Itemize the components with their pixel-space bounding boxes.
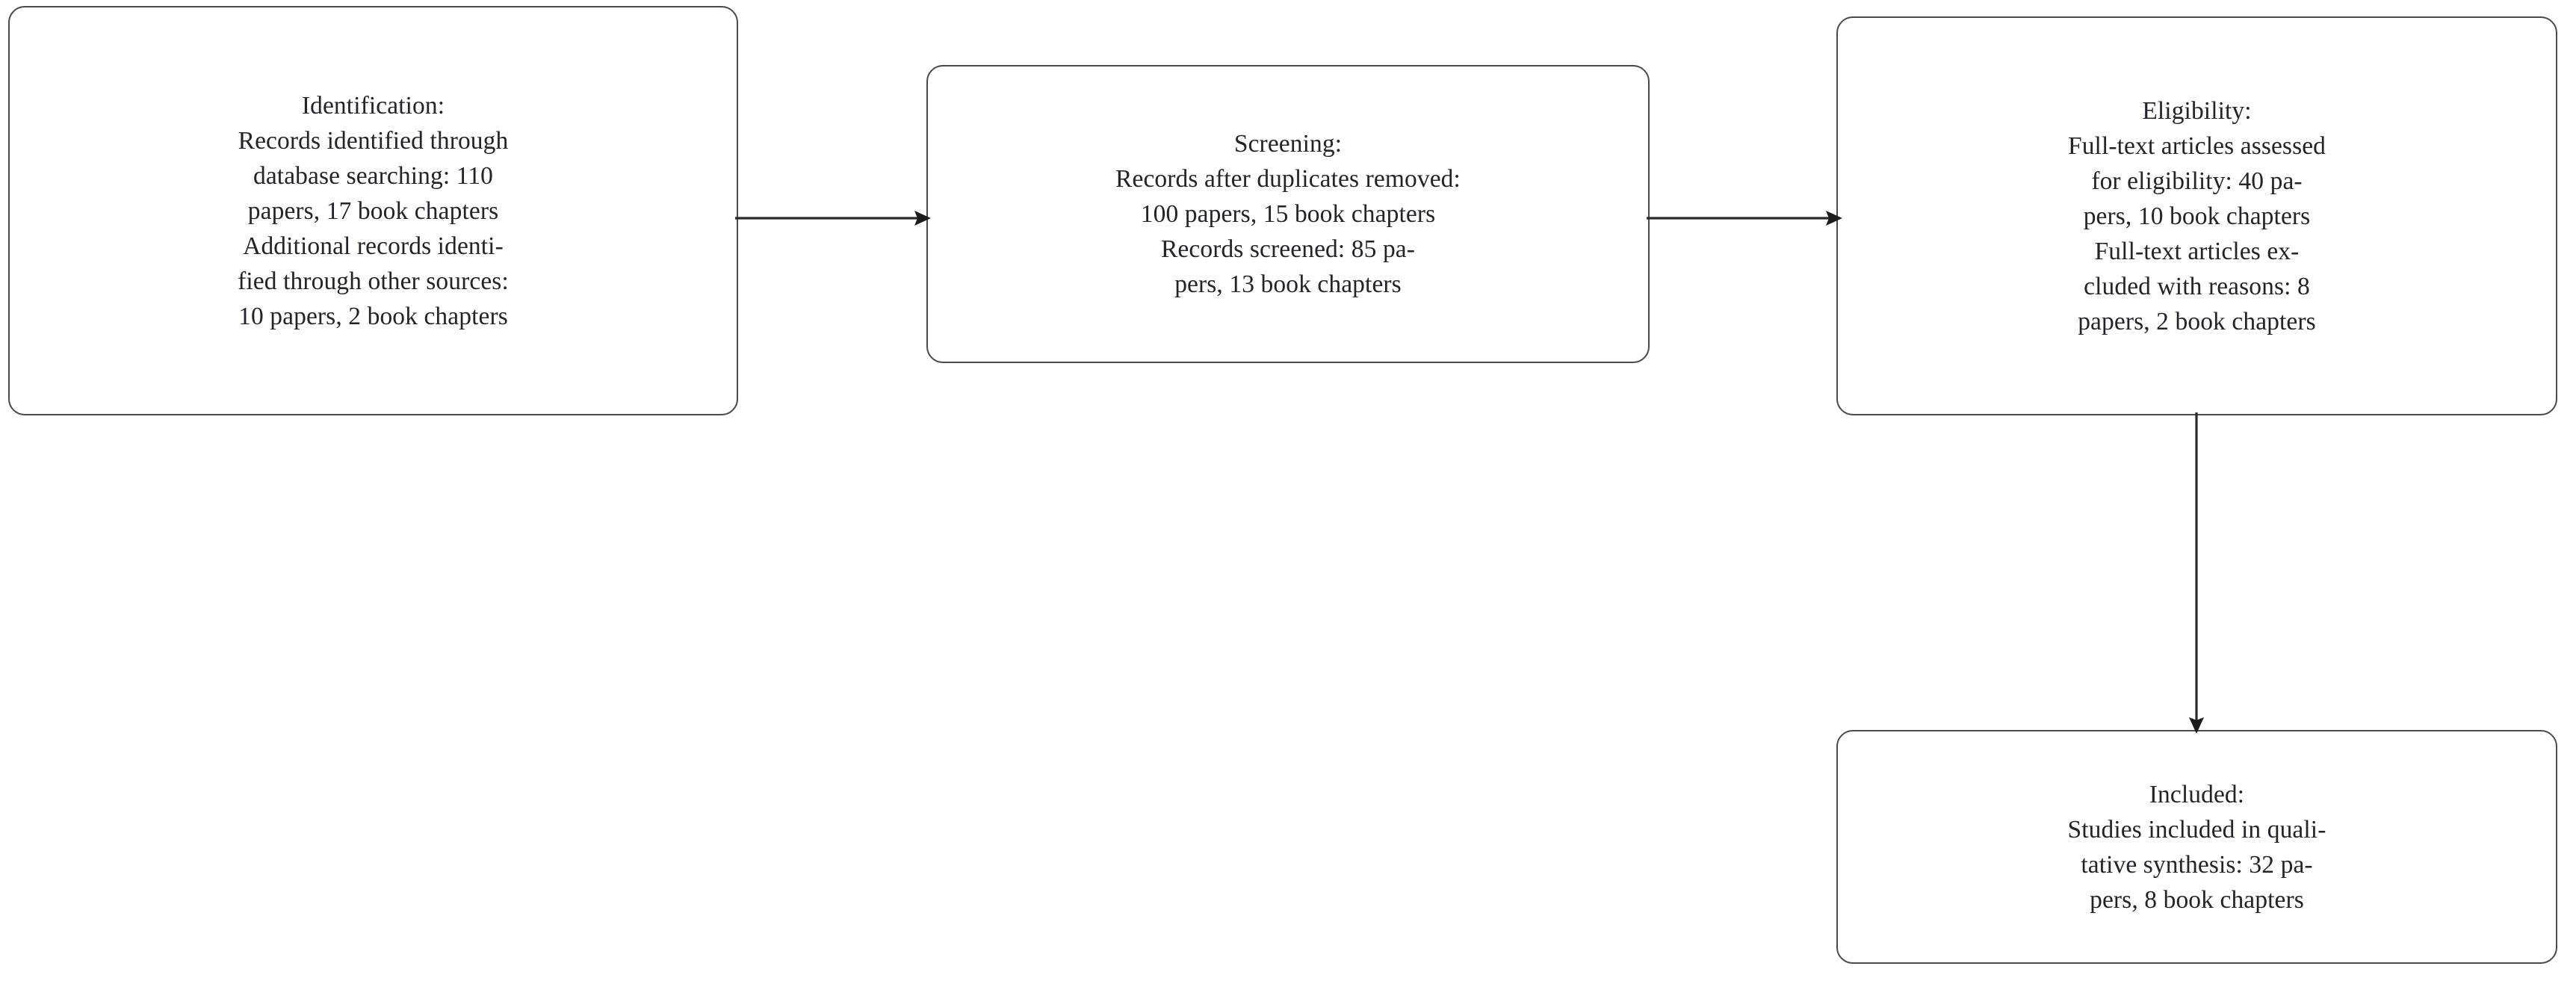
- eligibility-line-7: papers, 2 book chapters: [2078, 307, 2316, 335]
- included-line-2: Studies included in quali-: [2067, 815, 2326, 844]
- screening-line-3: 100 papers, 15 book chapters: [1140, 200, 1436, 228]
- identification-line-4: papers, 17 book chapters: [247, 196, 499, 225]
- identification-line-6: fied through other sources:: [238, 267, 509, 295]
- flow-box-screening: Screening: Records after duplicates remo…: [926, 65, 1650, 363]
- arrow-screening-to-eligibility-icon: [1647, 211, 1842, 226]
- eligibility-line-5: Full-text articles ex-: [2094, 237, 2300, 265]
- eligibility-line-1: Eligibility:: [2142, 96, 2252, 125]
- eligibility-line-3: for eligibility: 40 pa-: [2091, 167, 2303, 195]
- arrow-eligibility-to-included-icon: [2189, 412, 2204, 734]
- screening-line-4: Records screened: 85 pa-: [1160, 235, 1416, 263]
- included-line-3: tative synthesis: 32 pa-: [2081, 850, 2313, 879]
- screening-line-1: Screening:: [1233, 130, 1343, 158]
- identification-line-1: Identification:: [301, 91, 445, 120]
- flow-box-included: Included: Studies included in quali- tat…: [1836, 730, 2557, 964]
- included-line-1: Included:: [2149, 780, 2245, 808]
- eligibility-line-2: Full-text articles assessed: [2067, 131, 2326, 160]
- identification-line-5: Additional records identi-: [243, 232, 504, 260]
- screening-line-5: pers, 13 book chapters: [1174, 270, 1402, 298]
- identification-line-2: Records identified through: [238, 126, 509, 155]
- eligibility-line-4: pers, 10 book chapters: [2083, 202, 2311, 230]
- screening-line-2: Records after duplicates removed:: [1115, 165, 1461, 193]
- flow-box-identification: Identification: Records identified throu…: [8, 6, 738, 415]
- flow-box-eligibility: Eligibility: Full-text articles assessed…: [1836, 16, 2557, 415]
- arrow-identification-to-screening-icon: [735, 211, 931, 226]
- eligibility-line-6: cluded with reasons: 8: [2084, 272, 2310, 300]
- identification-line-7: 10 papers, 2 book chapters: [238, 302, 508, 330]
- identification-line-3: database searching: 110: [253, 161, 494, 190]
- included-line-4: pers, 8 book chapters: [2090, 885, 2304, 914]
